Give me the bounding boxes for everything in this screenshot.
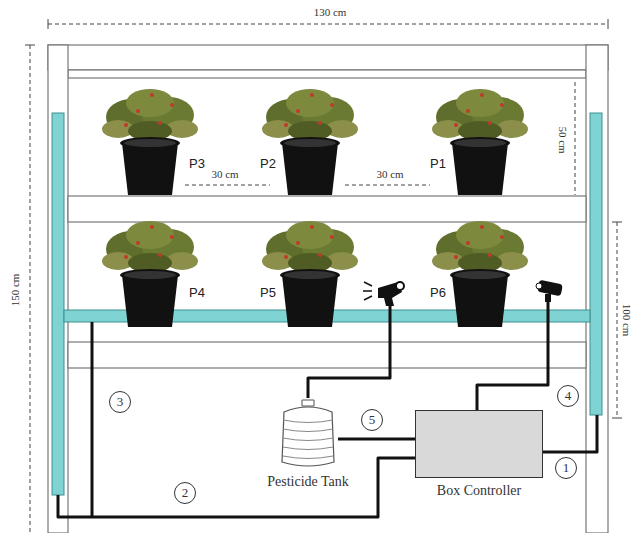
plant-label: P2 — [260, 156, 276, 171]
plant-label: P3 — [189, 156, 205, 171]
callout-number: 2 — [174, 482, 196, 504]
callout-number: 3 — [109, 391, 131, 413]
plant-label: P6 — [430, 285, 446, 300]
plant-label: P1 — [430, 156, 446, 171]
plant-label: P5 — [260, 285, 276, 300]
dimension-label: 30 cm — [376, 168, 403, 180]
node-label: Box Controller — [437, 483, 521, 499]
dimension-label: 50 cm — [557, 126, 569, 153]
dimension-label: 150 cm — [9, 274, 21, 307]
callout-number: 1 — [555, 457, 577, 479]
callout-number: 4 — [557, 385, 579, 407]
box-controller: Box Controller — [415, 410, 543, 478]
tank-shape — [278, 398, 338, 468]
dimension-label: 130 cm — [314, 6, 347, 18]
plant-label: P4 — [189, 285, 205, 300]
dimension-label: 30 cm — [211, 168, 238, 180]
dimension-label: 100 cm — [621, 304, 633, 337]
node-label: Pesticide Tank — [267, 474, 349, 490]
pesticide-tank: Pesticide Tank — [278, 398, 338, 468]
wire-connector — [338, 438, 415, 441]
callout-number: 5 — [361, 409, 383, 431]
